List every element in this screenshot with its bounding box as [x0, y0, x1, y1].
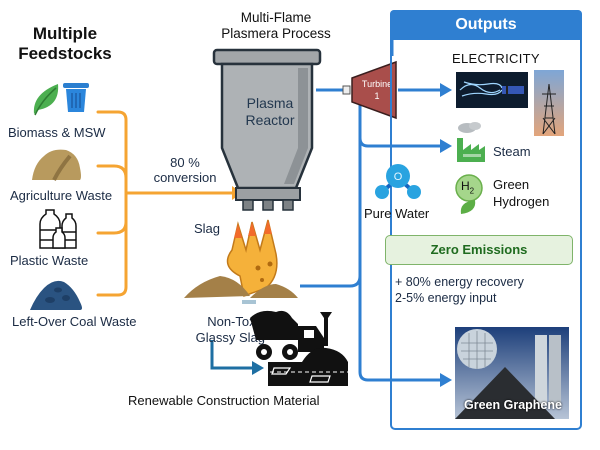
- factory-steam-icon: [457, 122, 485, 162]
- electricity-label: ELECTRICITY: [452, 51, 540, 66]
- flames-and-slag: [184, 219, 298, 304]
- svg-text:O: O: [394, 171, 403, 183]
- reactor-label: Plasma Reactor: [245, 95, 295, 128]
- graphene-line: [358, 104, 440, 382]
- nozzle-2: [262, 199, 274, 211]
- turbine-icon: [351, 60, 397, 120]
- nozzle-1: [242, 199, 254, 211]
- steam-label: Steam: [493, 144, 531, 159]
- feedstock-label-agriculture: Agriculture Waste: [10, 188, 113, 203]
- pure-water-label: Pure Water: [364, 206, 430, 221]
- energy-stats: + 80% energy recovery 2-5% energy input: [395, 274, 524, 306]
- turbine-label: Turbine 1: [361, 79, 393, 101]
- water-molecule-icon: O: [375, 164, 421, 199]
- construction-arrowhead: [252, 361, 264, 375]
- turbine-inlet: [342, 85, 351, 95]
- green-hydrogen-icon: [455, 174, 483, 214]
- flame-icon: [226, 219, 278, 298]
- electric-cable-image: [456, 72, 528, 108]
- feed-line-agri: [96, 164, 128, 180]
- graphene-powder-pile: [455, 367, 555, 419]
- slag-label: Slag: [194, 221, 221, 236]
- graphene-arrowhead: [440, 373, 452, 387]
- slag-pile-right: [250, 284, 298, 298]
- h2-symbol: H2: [461, 179, 475, 196]
- nozzle-3: [282, 199, 294, 211]
- green-hydrogen-label: Green Hydrogen: [493, 177, 550, 209]
- feedstocks-title: Multiple Feedstocks: [18, 24, 112, 63]
- coal-pile-icon: [30, 280, 82, 310]
- conversion-label: 80 % conversion: [153, 155, 217, 185]
- leaf-small-icon: [460, 200, 476, 214]
- dump-truck-icon: [250, 310, 298, 340]
- leaf-icon: [33, 84, 59, 116]
- outputs-header: Outputs: [390, 10, 582, 40]
- plasma-reactor: [212, 48, 322, 211]
- feedstock-label-coal: Left-Over Coal Waste: [12, 314, 137, 329]
- feedstock-bracket: [96, 110, 128, 297]
- electricity-arrowhead: [440, 83, 452, 97]
- power-tower-image: [534, 70, 564, 136]
- trash-bin-icon: [63, 83, 89, 112]
- construction-material-label: Renewable Construction Material: [128, 393, 320, 408]
- soil-pile-icon: [32, 149, 81, 181]
- process-title: Multi-Flame Plasmera Process: [221, 10, 331, 41]
- steam-arrowhead: [440, 139, 452, 153]
- glassy-to-construction-line: [210, 340, 252, 370]
- steam-line: [358, 137, 440, 148]
- feedstock-label-plastic: Plastic Waste: [10, 253, 89, 268]
- energy-recovery-stat: + 80% energy recovery: [395, 275, 524, 289]
- zero-emissions-badge: Zero Emissions: [385, 235, 573, 265]
- feedstock-label-biomass: Biomass & MSW: [8, 125, 106, 140]
- energy-input-stat: 2-5% energy input: [395, 291, 497, 305]
- slag-output-line: [300, 275, 362, 288]
- graphene-image: [455, 327, 569, 419]
- construction-icon: [250, 310, 348, 386]
- feed-line-plastic: [96, 220, 128, 235]
- slag-pile-left: [184, 276, 250, 298]
- graphene-label: Green Graphene: [464, 398, 562, 412]
- plastic-bottles-icon: [39, 209, 77, 249]
